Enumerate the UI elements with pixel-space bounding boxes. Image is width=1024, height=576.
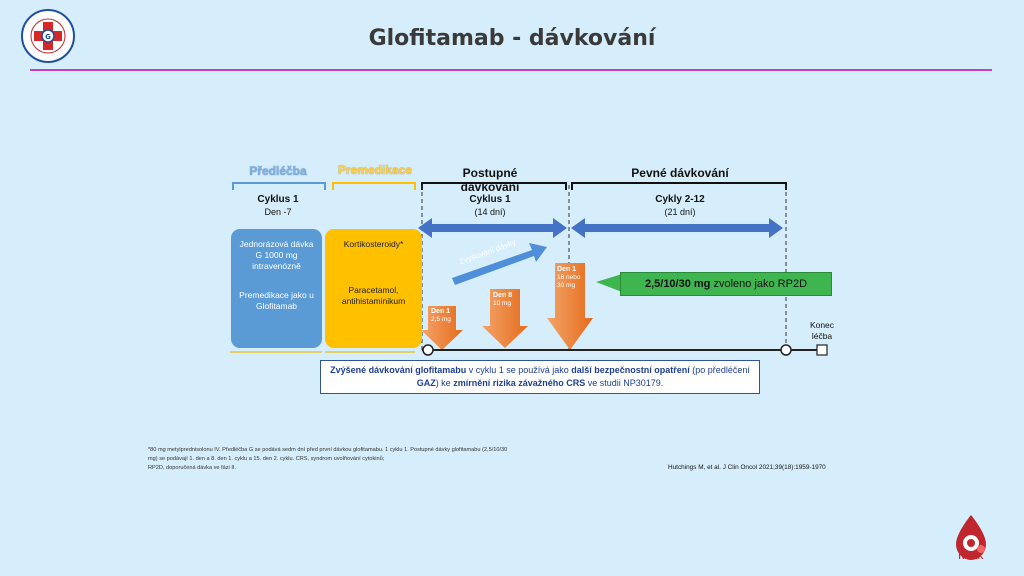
dose-arrow-2 — [482, 289, 528, 348]
predlecba-box: Jednorázová dávka G 1000 mg intravenózně… — [231, 229, 322, 348]
escalation-arrow — [452, 243, 547, 285]
cycle2-sub: (21 dní) — [664, 207, 696, 217]
phase-postupne: Postupné dávkování — [460, 166, 520, 194]
info-part-2: v cyklu 1 se používá jako — [466, 365, 572, 375]
cycle1-pre-label: Cyklus 1 — [257, 194, 299, 205]
dose-3-amount: 16 nebo 30 mg — [557, 274, 581, 289]
info-part-6: ) ke — [435, 378, 454, 388]
rp2d-box: 2,5/10/30 mg zvoleno jako RP2D — [620, 272, 832, 296]
predlecba-premed-text: Premedikace jako u Glofitamab — [239, 290, 314, 311]
timeline-end-node — [780, 344, 792, 356]
dose-3-day: Den 1 — [557, 266, 577, 273]
bracket-pevne — [571, 182, 787, 190]
dose-1-day: Den 1 — [431, 308, 451, 315]
cycle2-arrow — [571, 218, 783, 238]
end-label: Konec léčba — [809, 320, 835, 341]
dose-2-amount: 10 mg — [493, 300, 512, 307]
cycle1-pre-sub: Den -7 — [264, 207, 292, 217]
info-part-4: (po předléčení — [689, 365, 750, 375]
info-part-7: zmírnění rizika závažného CRS — [453, 378, 586, 388]
dose-1-label: Den 1 2,5 mg — [431, 308, 457, 324]
timeline-end-square — [816, 344, 828, 356]
hospital-logo: G — [21, 9, 75, 63]
footnote-line-1: *80 mg metylprednisolonu IV. Předléčba G… — [148, 447, 508, 453]
cycle1-step-label: Cyklus 1 — [469, 194, 511, 205]
svg-text:G: G — [45, 33, 51, 41]
rp2d-pointer — [596, 274, 622, 292]
info-part-5: GAZ — [416, 378, 436, 388]
premed-paracetamol: Paracetamol, antihistaminikum — [341, 285, 406, 306]
title-divider — [30, 69, 992, 71]
bracket-premedikace — [332, 182, 416, 190]
info-box: Zvýšené dávkování glofitamabu v cyklu 1 … — [320, 360, 760, 394]
dose-arrow-3 — [547, 263, 593, 350]
premedikace-box: Kortikosteroidy* Paracetamol, antihistam… — [325, 229, 422, 348]
dose-3-label: Den 1 16 nebo 30 mg — [557, 266, 585, 290]
citation: Hutchings M, et al. J Clin Oncol 2021;39… — [668, 464, 826, 471]
phase-pevne: Pevné dávkování — [631, 166, 729, 180]
premed-corticosteroids: Kortikosteroidy* — [343, 239, 404, 249]
footnote: *80 mg metylprednisolonu IV. Předléčba G… — [148, 446, 618, 474]
cycle1-step-sub: (14 dní) — [474, 207, 506, 217]
rp2d-bold: 2,5/10/30 mg — [644, 278, 711, 290]
dose-2-label: Den 8 10 mg — [493, 292, 521, 308]
blood-drop-logo — [956, 515, 986, 560]
timeline-start-node — [422, 344, 434, 356]
dose-arrow-1 — [421, 306, 463, 350]
cycle2-label: Cykly 2-12 — [655, 194, 705, 205]
bracket-predlecba — [232, 182, 326, 190]
ihk-label: IV. IHK — [958, 552, 984, 561]
phase-predlecba: Předléčba — [249, 164, 307, 178]
info-part-8: ve studii NP30179. — [585, 378, 664, 388]
phase-premedikace: Premedikace — [337, 163, 413, 177]
dose-2-day: Den 8 — [493, 292, 513, 299]
footnote-line-3: RP2D, doporučená dávka ve fázi II. — [148, 465, 236, 472]
page-title: Glofitamab - dávkování — [368, 26, 656, 51]
dose-1-amount: 2,5 mg — [431, 316, 451, 323]
predlecba-dose-text: Jednorázová dávka G 1000 mg intravenózně — [239, 239, 314, 271]
info-part-1: Zvýšené dávkování glofitamabu — [330, 365, 467, 375]
rp2d-rest: zvoleno jako RP2D — [713, 278, 808, 290]
footnote-line-2: mg) se podávají 1. den a 8. den 1. cyklu… — [148, 456, 385, 463]
cycle1-arrow — [418, 218, 567, 238]
info-part-3: další bezpečnostní opatření — [571, 365, 690, 375]
